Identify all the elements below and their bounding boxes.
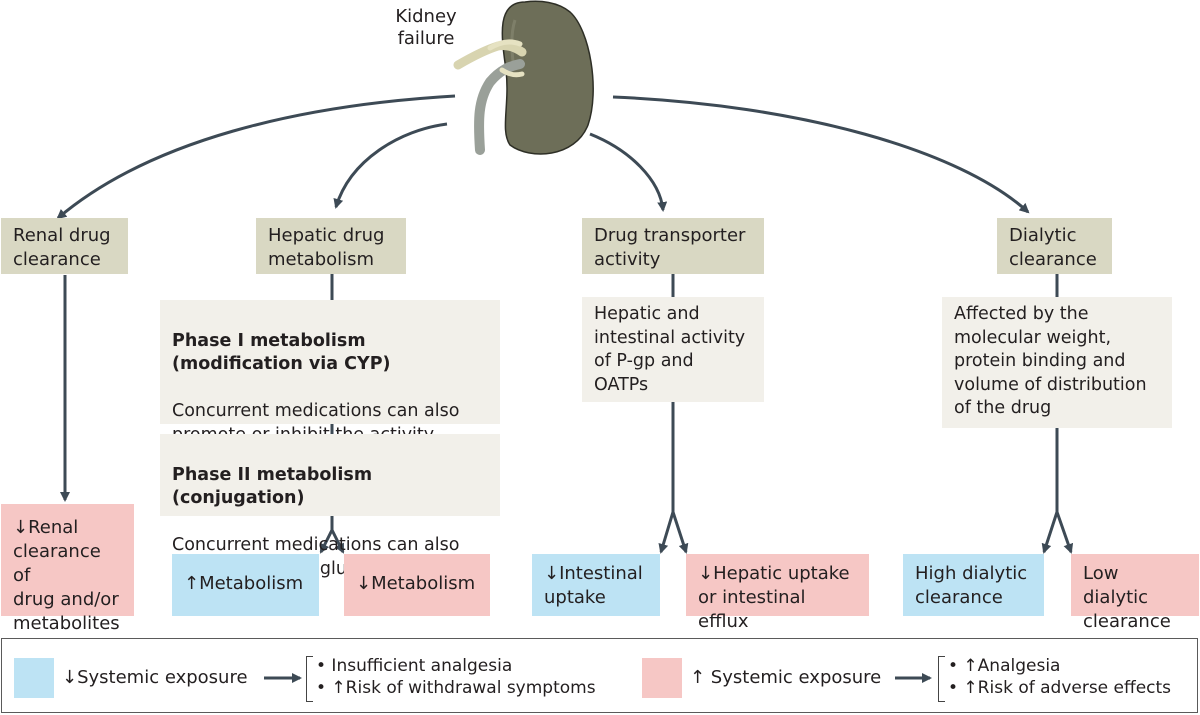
legend-increased-effects: • ↑Analgesia • ↑Risk of adverse effects: [948, 656, 1172, 698]
legend-decreased-effects: • Insufficient analgesia • ↑Risk of with…: [316, 656, 596, 698]
legend-decreased-label: ↓Systemic exposure: [62, 667, 248, 688]
kidney-failure-label: Kidney failure: [395, 6, 457, 49]
transporter-description: Hepatic and intestinal activity of P-gp …: [582, 297, 764, 402]
arrow-to-transporter: [589, 132, 668, 212]
drug-transporter-header: Drug transporter activity: [582, 218, 764, 274]
legend-pink-swatch: [642, 658, 682, 698]
high-dialytic-outcome: High dialytic clearance: [903, 554, 1044, 616]
phase2-box: Phase II metabolism (conjugation) Concur…: [160, 434, 500, 579]
arrow-to-renal: [56, 94, 456, 220]
legend-bracket-right: [938, 656, 945, 702]
arrow-to-hepatic: [333, 122, 448, 209]
legend-bracket-left: [306, 656, 313, 702]
low-dialytic-outcome: Low dialytic clearance: [1071, 554, 1199, 632]
renal-clearance-outcome: ↓Renal clearance of drug and/or metaboli…: [1, 504, 134, 634]
legend: [1, 638, 1198, 713]
dialytic-description: Affected by the molecular weight, protei…: [942, 297, 1172, 428]
phase1-box: Phase I metabolism (modification via CYP…: [160, 300, 500, 468]
kidney-icon: [453, 0, 594, 155]
legend-increased-label: ↑ Systemic exposure: [690, 667, 882, 688]
increased-metabolism-outcome: ↑Metabolism: [172, 554, 319, 616]
arrow-to-dialytic: [612, 95, 1030, 214]
renal-clearance-header: Renal drug clearance: [1, 218, 128, 274]
dialytic-clearance-header: Dialytic clearance: [997, 218, 1112, 274]
legend-blue-swatch: [14, 658, 54, 698]
phase1-title: Phase I metabolism (modification via CYP…: [172, 330, 391, 375]
phase2-title: Phase II metabolism (conjugation): [172, 464, 373, 509]
intestinal-uptake-outcome: ↓Intestinal uptake: [532, 554, 660, 616]
hepatic-uptake-outcome: ↓Hepatic uptake or intestinal efflux: [686, 554, 869, 632]
decreased-metabolism-outcome: ↓Metabolism: [344, 554, 490, 616]
hepatic-metabolism-header: Hepatic drug metabolism: [256, 218, 406, 274]
